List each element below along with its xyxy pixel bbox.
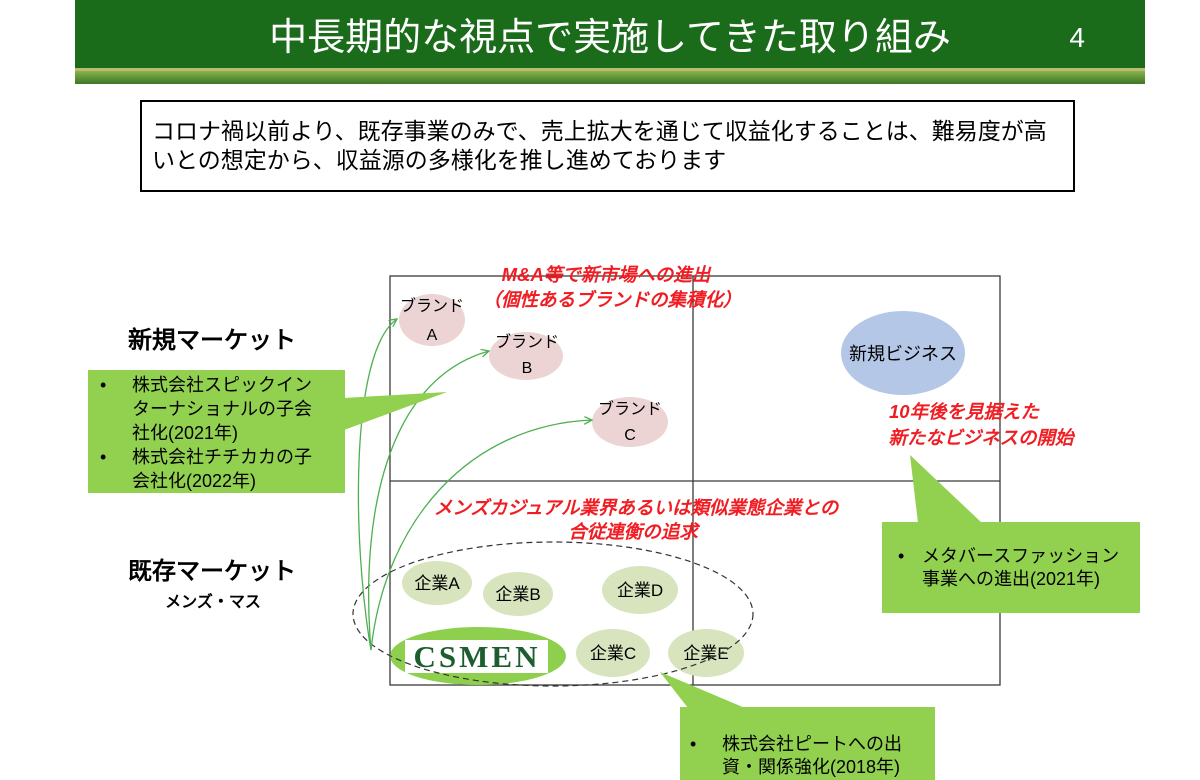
brand-a-label: ブランド bbox=[400, 296, 464, 315]
brand-a-bubble bbox=[399, 294, 465, 346]
new-market-label: 新規マーケット bbox=[128, 326, 296, 354]
future-business-annotation-line2: 新たなビジネスの開始 bbox=[888, 427, 1076, 448]
metaverse-callout-tail bbox=[910, 455, 982, 523]
header-rule-line bbox=[75, 68, 1145, 71]
company-group-outline bbox=[352, 541, 754, 687]
brand-c-label: ブランド bbox=[598, 399, 662, 418]
company-a-bubble bbox=[402, 561, 472, 605]
brand-c-letter: C bbox=[624, 427, 636, 444]
investment-callout-tail bbox=[660, 672, 745, 708]
existing-market-label: 既存マーケット bbox=[128, 558, 296, 585]
company-d-label: 企業D bbox=[617, 581, 663, 600]
acquisition-item-titicaca: 株式会社チチカカの子会社化(2022年) bbox=[100, 445, 322, 493]
arrow-to-brand-a bbox=[357, 319, 397, 651]
brand-c-bubble bbox=[592, 397, 668, 447]
new-business-bubble bbox=[841, 311, 965, 395]
company-e-bubble bbox=[668, 629, 744, 677]
brand-b-letter: B bbox=[522, 360, 533, 377]
company-b-bubble bbox=[483, 572, 553, 616]
brand-b-bubble bbox=[489, 332, 563, 380]
existing-market-segment-label: メンズ・マス bbox=[165, 592, 261, 611]
slide-header: 中長期的な視点で実施してきた取り組み 4 bbox=[75, 0, 1145, 68]
page-number: 4 bbox=[1069, 22, 1085, 53]
company-d-bubble bbox=[602, 566, 678, 614]
acquisition-callout-list: 株式会社スピックインターナショナルの子会社化(2021年) 株式会社チチカカの子… bbox=[100, 373, 322, 493]
arrow-to-brand-c bbox=[370, 420, 592, 651]
alliance-annotation-line1: メンズカジュアル業界あるいは類似業態企業との bbox=[434, 497, 840, 518]
ma-annotation-line2: （個性あるブランドの集積化） bbox=[482, 289, 741, 310]
company-c-bubble bbox=[576, 629, 650, 677]
acquisition-item-spick: 株式会社スピックインターナショナルの子会社化(2021年) bbox=[100, 373, 322, 445]
alliance-annotation-line2: 合従連衡の追求 bbox=[568, 521, 700, 542]
brand-b-label: ブランド bbox=[495, 332, 559, 351]
brand-a-letter: A bbox=[427, 327, 438, 344]
company-b-label: 企業B bbox=[495, 585, 540, 604]
company-a-label: 企業A bbox=[414, 574, 460, 593]
company-e-label: 企業E bbox=[683, 644, 728, 663]
investment-item-peet: 株式会社ピートへの出資・関係強化(2018年) bbox=[690, 733, 918, 779]
new-business-label: 新規ビジネス bbox=[849, 344, 957, 364]
header-rule-band bbox=[75, 71, 1145, 84]
future-business-annotation-line1: 10年後を見据えた bbox=[889, 401, 1041, 422]
csmen-logo-text: CSMEN bbox=[414, 639, 541, 674]
csmen-logo-plate bbox=[405, 640, 548, 673]
investment-callout-list: 株式会社ピートへの出資・関係強化(2018年) bbox=[690, 733, 918, 779]
slide-title: 中長期的な視点で実施してきた取り組み bbox=[269, 17, 951, 59]
summary-box: コロナ禍以前より、既存事業のみで、売上拡大を通じて収益化することは、難易度が高い… bbox=[140, 100, 1075, 192]
ma-annotation-line1: M&A等で新市場への進出 bbox=[502, 264, 712, 285]
arrow-to-brand-b bbox=[367, 351, 489, 651]
summary-text: コロナ禍以前より、既存事業のみで、売上拡大を通じて収益化することは、難易度が高い… bbox=[152, 118, 1047, 173]
company-c-label: 企業C bbox=[590, 644, 636, 663]
metaverse-item: メタバースファッション事業への進出(2021年) bbox=[898, 545, 1122, 591]
acquisition-callout-tail bbox=[344, 392, 447, 430]
metaverse-callout-list: メタバースファッション事業への進出(2021年) bbox=[898, 545, 1122, 591]
